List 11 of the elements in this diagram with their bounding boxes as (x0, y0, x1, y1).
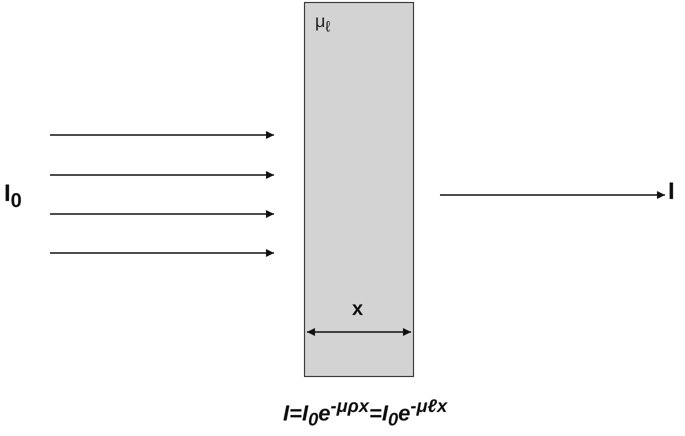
thickness-label: x (352, 298, 364, 321)
attenuation-formula: I=I$_{0}$e$^{-μρx}$=I$_{0}$e$^{-μℓx}$ (283, 395, 448, 431)
arrow (50, 210, 274, 218)
arrow (50, 249, 274, 257)
intensity-label: I (668, 178, 675, 206)
attenuation-coefficient-label: μ$_{ℓ}$ (315, 11, 330, 36)
arrow (50, 131, 274, 139)
incident-intensity-label: I$_{0}$ (4, 180, 22, 213)
arrow (50, 171, 274, 179)
arrow (440, 191, 665, 199)
slab-box (304, 2, 414, 377)
